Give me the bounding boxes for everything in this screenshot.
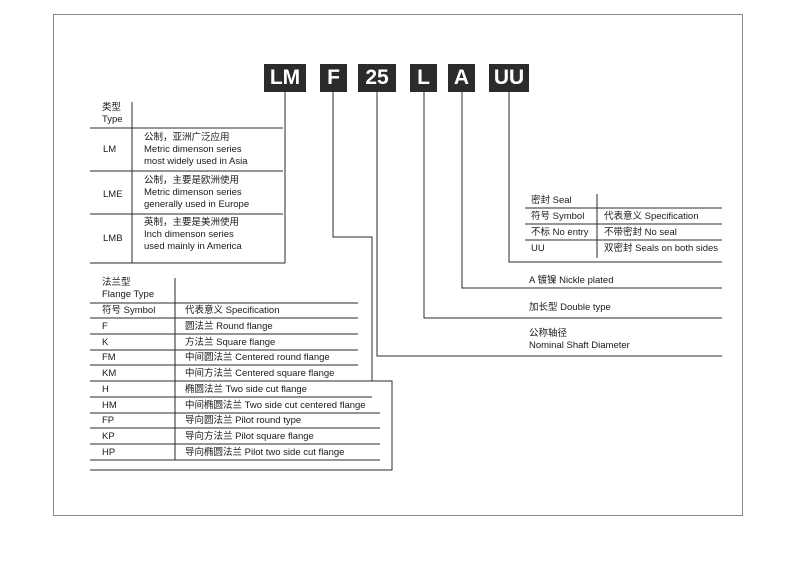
type-row-en2: most widely used in Asia bbox=[144, 156, 248, 167]
type-row-en2: generally used in Europe bbox=[144, 199, 250, 210]
seal-row-desc: 不带密封 No seal bbox=[604, 227, 677, 238]
seal-header: 密封 Seal bbox=[531, 195, 572, 206]
diameter-label-en: Nominal Shaft Diameter bbox=[529, 340, 630, 351]
double-type-label: 加长型 Double type bbox=[529, 302, 611, 313]
seal-row-code: UU bbox=[531, 243, 545, 254]
flange-row-desc: 中间方法兰 Centered square flange bbox=[185, 368, 335, 379]
plating-label: A 镀镍 Nickle plated bbox=[529, 275, 614, 286]
flange-header-cn: 法兰型 bbox=[102, 277, 131, 288]
code-box-length: L bbox=[410, 64, 437, 92]
type-row-cn: 英制，主要是美洲使用 bbox=[144, 217, 240, 228]
flange-row-desc: 导向方法兰 Pilot square flange bbox=[185, 431, 314, 442]
type-row-cn: 公制，亚洲广泛应用 bbox=[144, 132, 230, 143]
code-box-diameter: 25 bbox=[358, 64, 396, 92]
diagram-frame bbox=[53, 14, 743, 516]
flange-row-desc: 圆法兰 Round flange bbox=[185, 321, 273, 332]
flange-col-symbol: 符号 Symbol bbox=[102, 305, 156, 316]
code-box-seal: UU bbox=[489, 64, 529, 92]
code-box-flange: F bbox=[320, 64, 347, 92]
type-row-en2: used mainly in America bbox=[144, 241, 242, 252]
flange-row-code: HP bbox=[102, 447, 116, 458]
flange-row-desc: 中间圆法兰 Centered round flange bbox=[185, 352, 330, 363]
flange-row-code: KM bbox=[102, 368, 117, 379]
type-row-cn: 公制，主要是欧洲使用 bbox=[144, 175, 240, 186]
flange-row-code: KP bbox=[102, 431, 115, 442]
flange-row-desc: 中间椭圆法兰 Two side cut centered flange bbox=[185, 400, 366, 411]
flange-row-code: F bbox=[102, 321, 108, 332]
flange-row-code: HM bbox=[102, 400, 117, 411]
type-row-code: LMB bbox=[103, 233, 123, 244]
code-box-plating: A bbox=[448, 64, 475, 92]
flange-row-code: FP bbox=[102, 415, 115, 426]
flange-row-desc: 椭圆法兰 Two side cut flange bbox=[185, 384, 307, 395]
type-row-code: LM bbox=[103, 144, 117, 155]
type-row-code: LME bbox=[103, 189, 123, 200]
type-header-cn: 类型 bbox=[102, 102, 122, 113]
type-row-en1: Metric dimenson series bbox=[144, 187, 242, 198]
flange-row-desc: 导向圆法兰 Pilot round type bbox=[185, 415, 302, 426]
type-row-en1: Inch dimenson series bbox=[144, 229, 234, 240]
diameter-label-cn: 公称轴径 bbox=[529, 328, 568, 339]
seal-row-code: 不标 No entry bbox=[531, 227, 589, 238]
seal-col-spec: 代表意义 Specification bbox=[604, 211, 699, 222]
flange-col-spec: 代表意义 Specification bbox=[185, 305, 280, 316]
flange-row-desc: 方法兰 Square flange bbox=[185, 337, 276, 348]
type-header-en: Type bbox=[102, 114, 123, 125]
flange-row-desc: 导向椭圆法兰 Pilot two side cut flange bbox=[185, 447, 345, 458]
flange-header-en: Flange Type bbox=[102, 289, 155, 300]
seal-col-symbol: 符号 Symbol bbox=[531, 211, 585, 222]
flange-row-code: K bbox=[102, 337, 109, 348]
type-row-en1: Metric dimenson series bbox=[144, 144, 242, 155]
seal-row-desc: 双密封 Seals on both sides bbox=[604, 243, 719, 254]
code-box-type: LM bbox=[264, 64, 306, 92]
flange-row-code: H bbox=[102, 384, 109, 395]
flange-row-code: FM bbox=[102, 352, 116, 363]
